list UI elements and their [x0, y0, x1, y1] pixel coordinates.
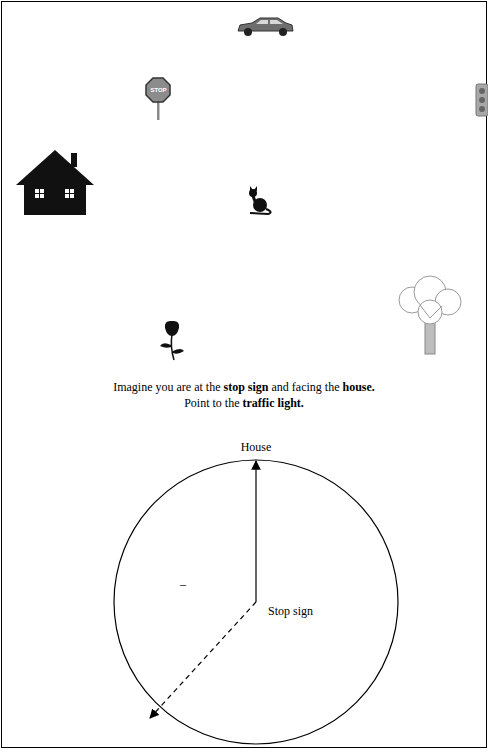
instruction-part: Imagine you are at the: [113, 380, 220, 394]
instruction-part: and facing the: [272, 380, 340, 394]
stop-sign-icon: [146, 78, 170, 120]
center-label: Stop sign: [268, 604, 313, 618]
cat-icon: [249, 186, 271, 214]
flower-icon: [160, 321, 184, 360]
instruction-text: Imagine you are at thestop sign and facin…: [0, 379, 488, 411]
tree-icon: [399, 276, 461, 354]
dash-mark: –: [180, 577, 186, 591]
instruction-line: Point to the traffic light.: [0, 395, 488, 411]
car-icon: [238, 18, 293, 36]
instruction-line: Imagine you are at thestop sign and facin…: [0, 379, 488, 395]
instruction-keyword: stop sign: [223, 380, 268, 394]
instruction-keyword: traffic light.: [243, 396, 304, 410]
circle-top-label: House: [241, 440, 272, 454]
instruction-part: Point to the: [184, 396, 239, 410]
circle-border: [114, 460, 398, 744]
circle-outline: [113, 459, 399, 745]
response-circle: House–Stop sign: [113, 459, 399, 745]
instruction-keyword: house.: [342, 380, 374, 394]
traffic-light-icon: [476, 84, 488, 116]
house-icon: [16, 150, 94, 215]
facing-arrow: [255, 461, 256, 602]
response-arrow: [150, 602, 256, 718]
stop-sign-text: STOP: [150, 87, 166, 93]
